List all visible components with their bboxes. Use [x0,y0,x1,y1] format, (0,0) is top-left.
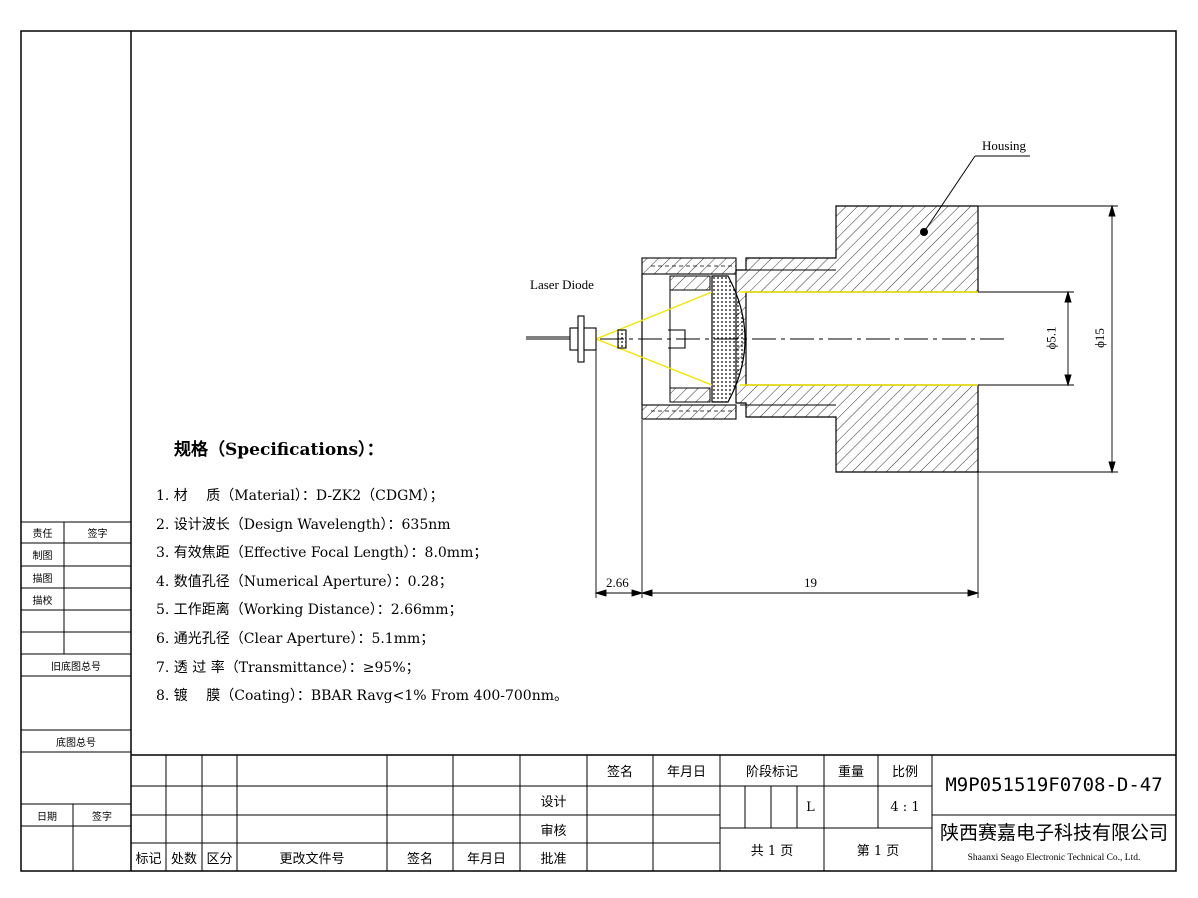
dim-outer-diameter: ϕ15 [1091,328,1107,348]
laser-diode [526,315,686,363]
title-block-grid [131,754,1176,871]
specs-list: 1. 材 质（Material）：D-ZK2（CDGM）； 2. 设计波长（De… [156,482,568,711]
spec-item: 2. 设计波长（Design Wavelength）：635nm [156,516,451,533]
tb-company-en: Shaanxi Seago Electronic Technical Co., … [967,853,1141,863]
housing-body [641,205,979,473]
dim-housing-length: 19 [804,575,817,590]
tb-mark: 标记 [135,851,162,867]
left-traced: 描图 [32,573,53,585]
tb-drawing-number: M9P051519F0708-D-47 [945,774,1163,796]
spec-item: 6. 通光孔径（Clear Aperture）：5.1mm； [156,630,435,647]
tb-total-pages: 共 1 页 [750,844,794,859]
dim-working-distance: 2.66 [606,575,629,590]
left-signature: 签字 [87,529,108,540]
spec-item: 3. 有效焦距（Effective Focal Length）：8.0mm； [156,545,488,562]
laser-diode-label: Laser Diode [530,277,594,292]
left-checked-trace: 描校 [32,595,53,607]
outer-frame [20,30,1177,872]
tb-sign2: 签名 [406,851,433,867]
spec-item: 5. 工作距离（Working Distance）：2.66mm； [156,602,463,619]
tb-date2: 年月日 [466,851,506,867]
spec-item: 1. 材 质（Material）：D-ZK2（CDGM）； [156,488,444,504]
tb-count: 处数 [170,851,197,867]
spec-item: 4. 数值孔径（Numerical Aperture）：0.28； [156,573,453,590]
tb-zone: 区分 [206,851,233,867]
spec-item: 7. 透 过 率（Transmittance）：≥95%； [156,659,420,676]
tb-change-doc: 更改文件号 [279,851,345,867]
tb-approve: 批准 [540,851,567,867]
left-base-no: 底图总号 [56,737,96,749]
dimension-bottom [594,350,980,598]
tb-review: 审核 [540,823,567,839]
tb-weight: 重量 [837,765,864,780]
dim-clear-aperture: ϕ5.1 [1043,326,1059,350]
left-signature2: 签字 [92,811,112,823]
left-responsible: 责任 [32,529,53,540]
left-date: 日期 [37,811,57,823]
tb-page-no: 第 1 页 [856,844,900,859]
housing-label: Housing [982,138,1027,153]
tb-design: 设计 [540,795,567,810]
tb-scale: 比例 [891,765,918,780]
left-panel-grid [21,521,131,871]
left-old-base-no: 旧底图总号 [51,661,101,673]
tb-stage-value: L [806,799,815,815]
dimension-right [978,204,1118,474]
laser-beam [595,291,978,386]
specs-title: 规格（Specifications）： [174,440,384,460]
spec-item: 8. 镀 膜（Coating）：BBAR Ravg<1% From 400-70… [156,688,569,705]
tb-date: 年月日 [666,765,706,780]
housing-leader [920,155,1030,236]
left-drafted: 制图 [32,551,53,562]
tb-sign: 签名 [606,765,633,780]
tb-stage-mark: 阶段标记 [745,765,798,780]
tb-company-cn: 陕西赛嘉电子科技有限公司 [939,821,1168,844]
tb-scale-value: 4 : 1 [890,799,920,815]
